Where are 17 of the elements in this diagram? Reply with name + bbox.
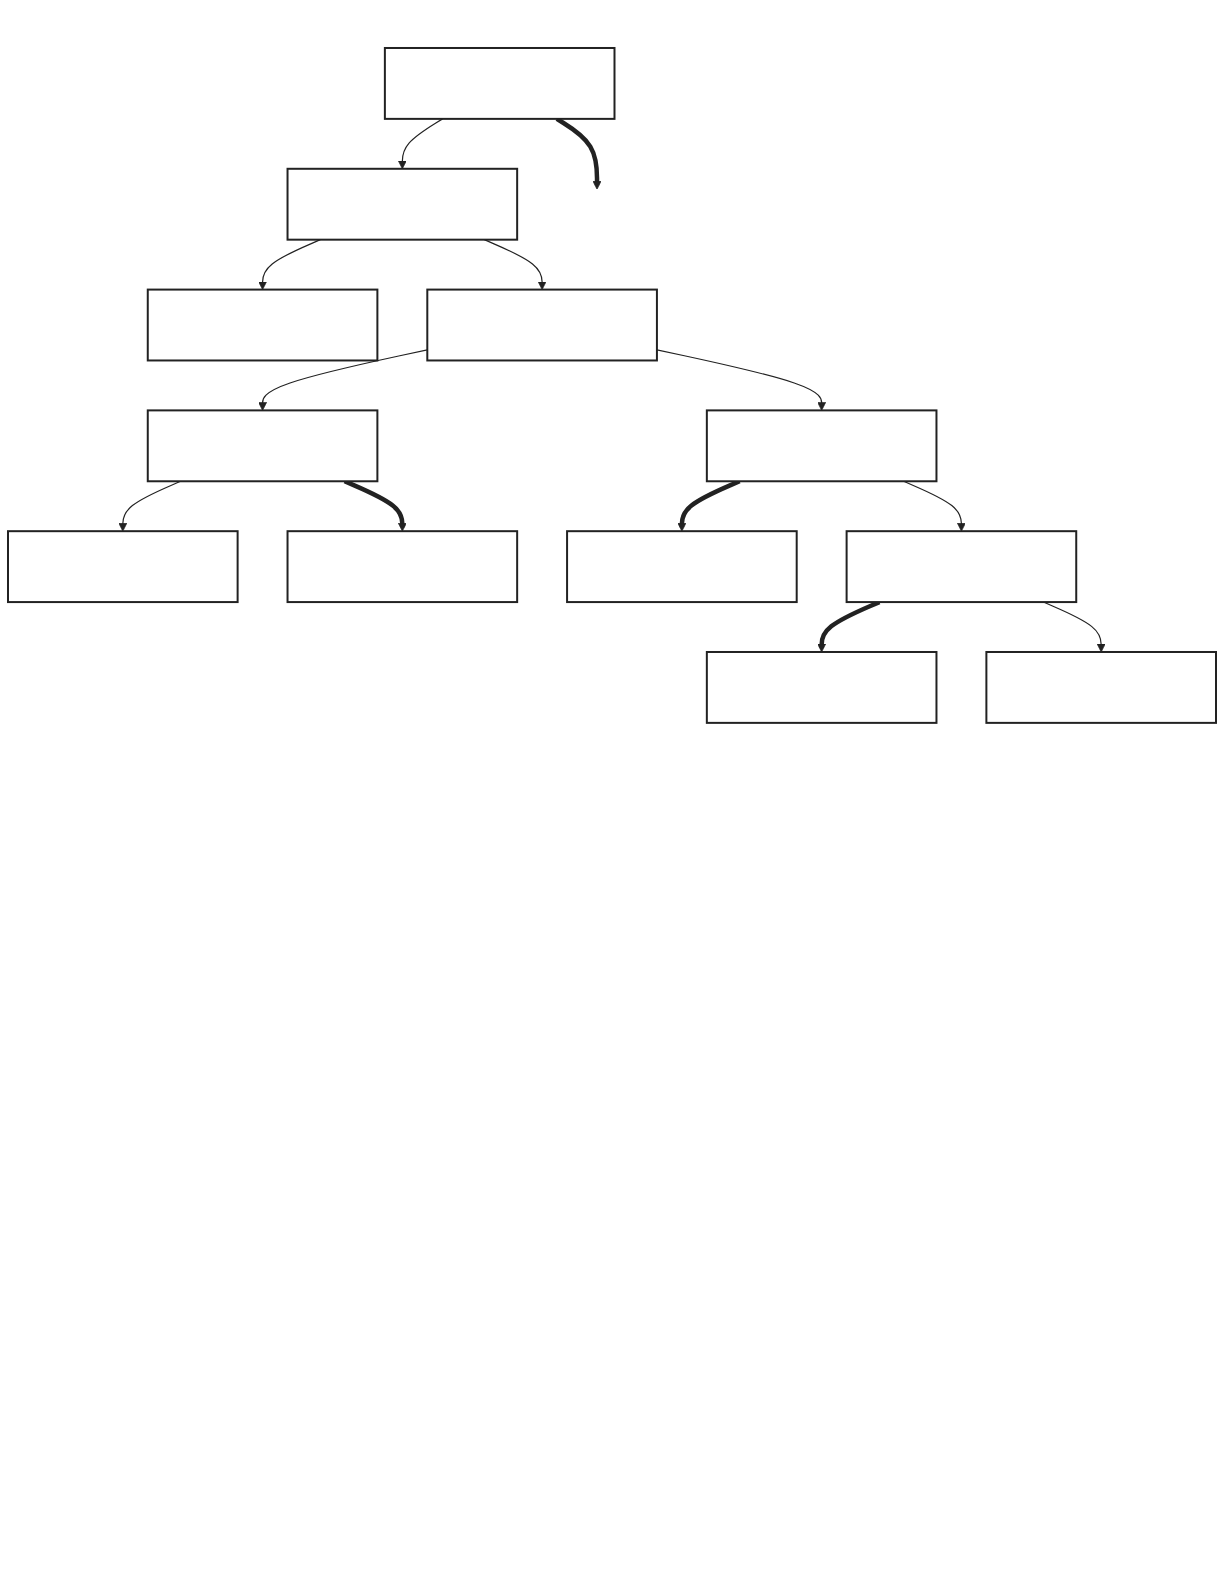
node-box bbox=[705, 409, 938, 483]
node-box bbox=[705, 651, 938, 724]
node-box bbox=[286, 167, 519, 241]
node-box bbox=[845, 530, 1078, 604]
arrow bbox=[258, 239, 321, 290]
arrow bbox=[903, 480, 966, 532]
node-box bbox=[985, 651, 1217, 724]
arrow bbox=[258, 349, 428, 411]
node-box bbox=[7, 530, 239, 604]
node-box bbox=[426, 288, 658, 362]
node-box bbox=[146, 409, 379, 483]
node-box bbox=[286, 530, 519, 604]
node-box bbox=[146, 288, 379, 362]
arrow bbox=[397, 118, 444, 170]
arrow bbox=[656, 349, 827, 411]
node-box bbox=[566, 530, 798, 604]
node-box bbox=[383, 47, 616, 120]
